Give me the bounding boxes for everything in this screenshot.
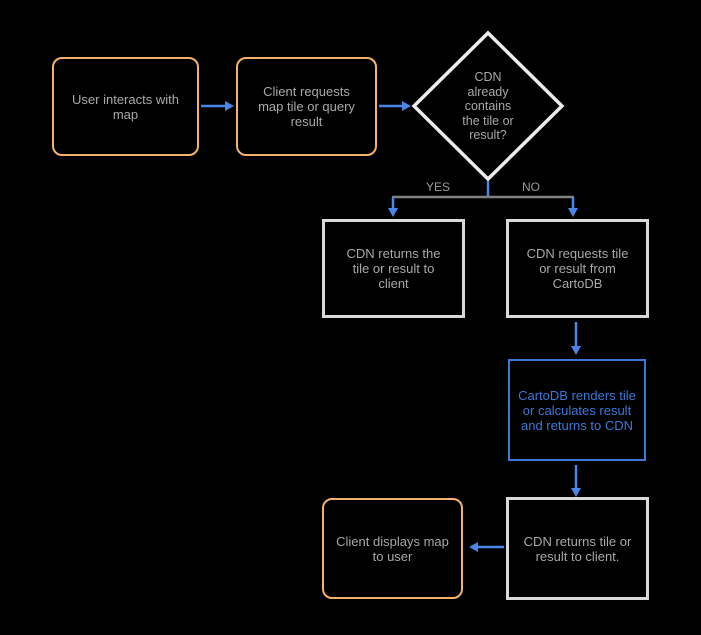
- node-user-interacts-label: User interacts with map: [72, 91, 179, 122]
- connector-cartodb-to-cdn-returns: [571, 465, 581, 497]
- edge-label-no: NO: [522, 180, 540, 194]
- node-client-displays-label: Client displays map to user: [336, 533, 449, 564]
- node-cdn-returns-client: CDN returns tile or result to client.: [506, 497, 649, 600]
- connector-client-to-decision: [379, 101, 411, 111]
- node-user-interacts: User interacts with map: [52, 57, 199, 156]
- edge-label-yes: YES: [425, 180, 450, 194]
- node-cdn-returns-tile-yes-label: CDN returns the tile or result to client: [346, 246, 441, 291]
- node-cdn-requests-cartodb-label: CDN requests tile or result from CartoDB: [526, 246, 629, 291]
- node-cartodb-renders: CartoDB renders tile or calculates resul…: [508, 359, 646, 461]
- node-cartodb-renders-label: CartoDB renders tile or calculates resul…: [518, 387, 636, 433]
- node-client-displays: Client displays map to user: [322, 498, 463, 599]
- node-client-requests-label: Client requests map tile or query result: [258, 84, 355, 129]
- node-cdn-requests-cartodb: CDN requests tile or result from CartoDB: [506, 219, 649, 318]
- connector-user-to-client: [201, 101, 234, 111]
- node-cdn-returns-tile-yes: CDN returns the tile or result to client: [322, 219, 465, 318]
- connector-cdn-returns-to-client-displays: [469, 542, 504, 552]
- decision-cdn-cache-label: CDN already contains the tile or result?: [462, 70, 514, 142]
- node-cdn-returns-client-label: CDN returns tile or result to client.: [523, 533, 632, 564]
- connector-no-to-cartodb: [571, 322, 581, 355]
- node-client-requests: Client requests map tile or query result: [236, 57, 377, 156]
